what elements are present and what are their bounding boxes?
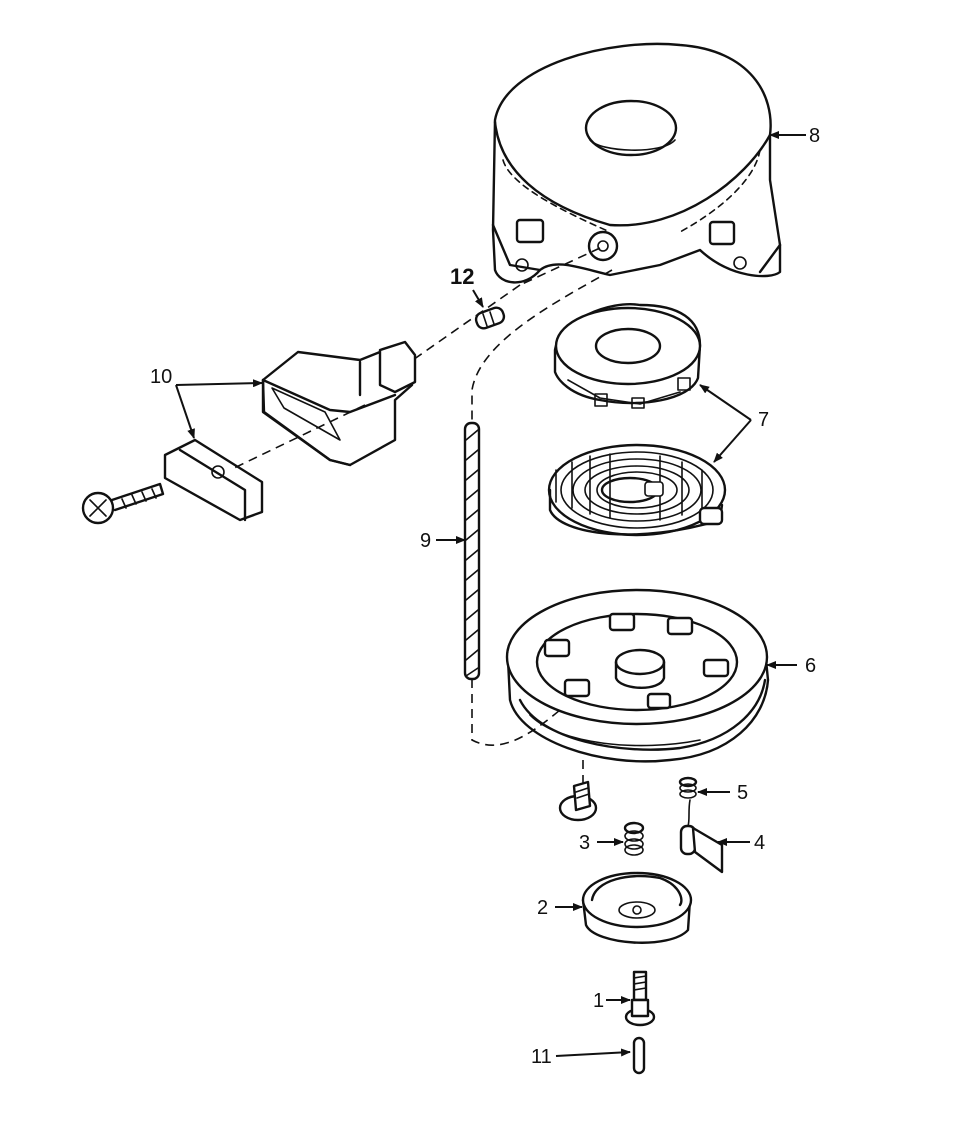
callout-leaders	[175, 131, 806, 1057]
brake-screw	[558, 780, 598, 822]
part-3-spring	[623, 821, 645, 856]
part-7-spring-and-cup	[547, 303, 727, 537]
callout-1: 1	[593, 990, 604, 1012]
part-8-starter-housing	[491, 42, 782, 284]
part-4-pawl	[679, 824, 724, 874]
callout-12: 12	[450, 264, 474, 289]
part-11-pin	[632, 1036, 646, 1075]
part-1-shoulder-screw	[624, 970, 656, 1027]
callout-9: 9	[420, 530, 431, 552]
part-9-rope	[463, 421, 481, 681]
callout-5: 5	[737, 782, 748, 804]
assembly-guide-lines	[229, 247, 691, 827]
callout-3: 3	[579, 832, 590, 854]
callout-7: 7	[758, 409, 769, 431]
part-12-insert	[474, 306, 506, 330]
callout-8: 8	[809, 125, 820, 147]
part-6-pulley	[505, 588, 770, 763]
callout-labels: 8 12 10 7 9 6 5 4 3 2 1 11	[150, 125, 820, 1068]
callout-4: 4	[754, 832, 765, 854]
callout-10: 10	[150, 366, 172, 388]
callout-11: 11	[531, 1046, 552, 1068]
part-2-retainer	[581, 871, 693, 944]
part-10-handle-assembly	[81, 340, 417, 525]
callout-2: 2	[537, 897, 548, 919]
callout-6: 6	[805, 655, 816, 677]
part-5-spring	[678, 776, 698, 799]
